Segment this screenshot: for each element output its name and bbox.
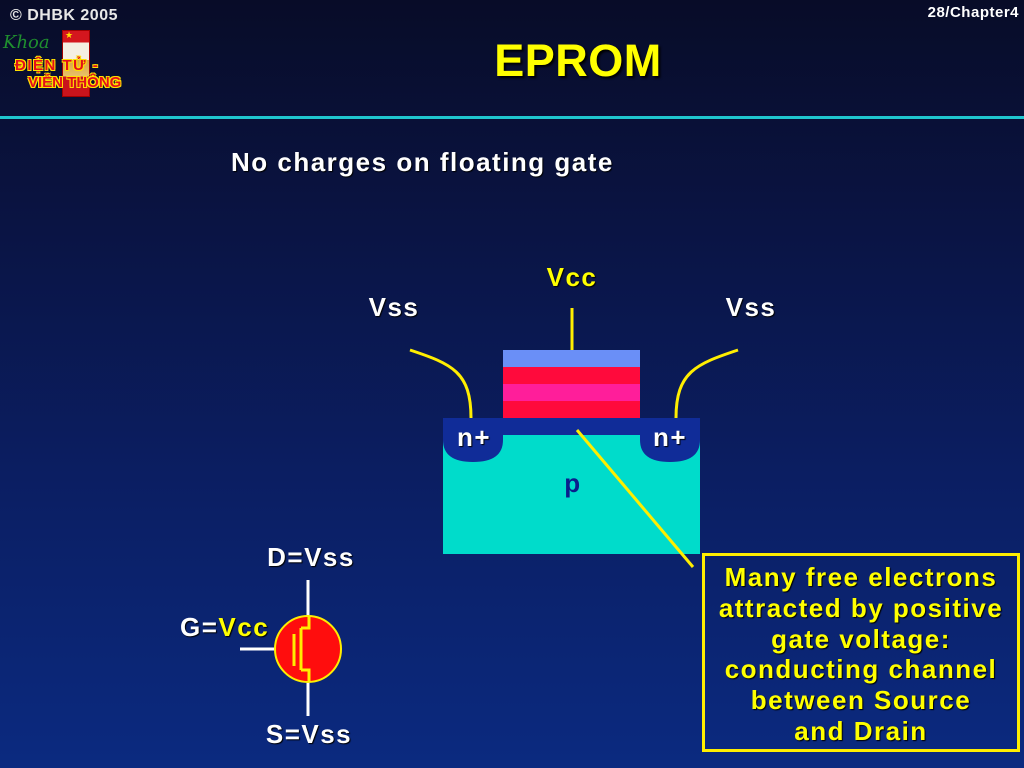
right-wire xyxy=(674,348,739,419)
callout-line: gate voltage: xyxy=(771,623,951,654)
control-gate xyxy=(503,350,640,367)
left-wire xyxy=(409,348,473,419)
gate-terminal-label: Vcc xyxy=(546,262,598,292)
logo-khoa-text: Khoa xyxy=(3,32,50,53)
page-number: 28/Chapter4 xyxy=(927,4,1019,21)
title-divider xyxy=(0,116,1024,119)
left-terminal-label: Vss xyxy=(368,292,420,322)
symbol-source-connection xyxy=(301,668,311,681)
callout-line: between Source xyxy=(750,685,972,716)
callout-line: conducting channel xyxy=(724,654,998,685)
right-terminal-label: Vss xyxy=(725,292,777,322)
emblem-star-icon: ★ xyxy=(65,31,74,41)
callout-pointer xyxy=(575,429,695,568)
source-label: S=Vss xyxy=(265,719,353,749)
floating-gate xyxy=(503,384,640,401)
gate-label-value: Vcc xyxy=(218,612,270,642)
transistor-symbol-circle xyxy=(274,615,342,683)
substrate-label: p xyxy=(564,468,582,498)
slide-title: EPROM xyxy=(494,35,662,86)
logo-line2: VIỄN THÔNG xyxy=(28,74,122,91)
callout-line: Many free electrons xyxy=(724,562,998,592)
slide-subtitle: No charges on floating gate xyxy=(231,147,614,177)
right-region-label: n+ xyxy=(652,422,688,452)
lower-insulator xyxy=(503,401,640,418)
channel-layer xyxy=(443,418,700,435)
callout-line: attracted by positive xyxy=(718,592,1004,623)
left-region-label: n+ xyxy=(456,422,492,452)
left-n-region xyxy=(443,418,503,462)
logo-emblem: ★ xyxy=(62,30,90,97)
drain-label: D=Vss xyxy=(267,542,355,572)
callout-box: Many free electrons attracted by positiv… xyxy=(702,553,1020,752)
logo-line1: ĐIỆN TỬ - xyxy=(15,57,100,74)
upper-insulator xyxy=(503,367,640,384)
right-n-region xyxy=(640,418,700,462)
callout-line: and Drain xyxy=(794,715,928,746)
copyright-text: © DHBK 2005 xyxy=(10,7,118,24)
faculty-logo: ★ Khoa ĐIỆN TỬ - VIỄN THÔNG xyxy=(0,28,122,100)
gate-label-prefix: G= xyxy=(180,612,219,642)
symbol-drain-connection xyxy=(301,617,311,630)
gate-label: G=Vcc xyxy=(180,612,269,642)
